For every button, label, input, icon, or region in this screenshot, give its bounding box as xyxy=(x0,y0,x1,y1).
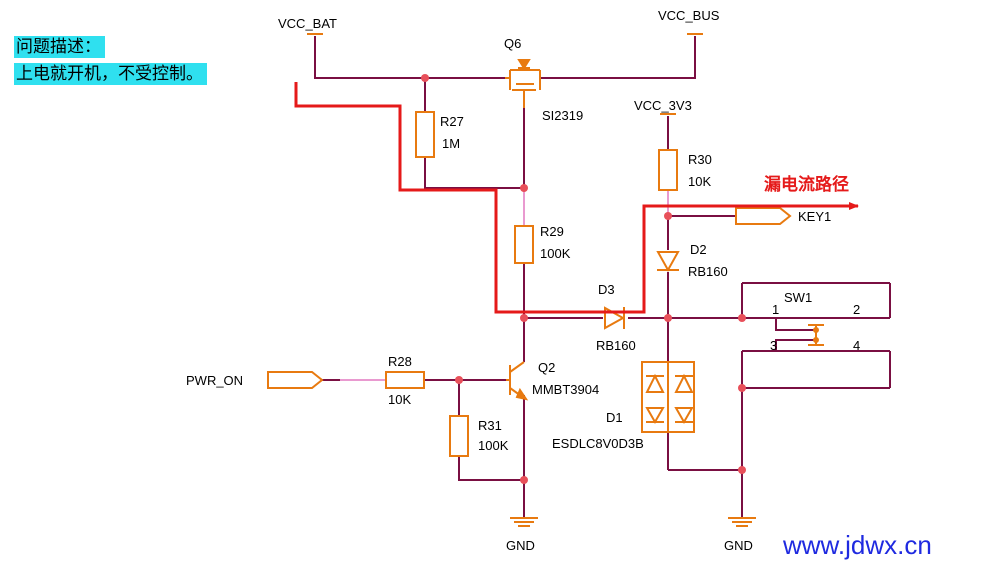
q2-transistor xyxy=(506,361,529,401)
net-label-key1: KEY1 xyxy=(798,209,831,224)
junction-dot xyxy=(520,314,528,322)
components xyxy=(267,33,824,527)
r31-body xyxy=(449,415,469,457)
net-labels: VCC_BAT VCC_BUS VCC_3V3 PWR_ON KEY1 GND … xyxy=(186,8,831,553)
q2-ref: Q2 xyxy=(538,360,555,375)
junction-dot xyxy=(421,74,429,82)
r29-ref: R29 xyxy=(540,224,564,239)
junction-dot xyxy=(455,376,463,384)
junction-dot xyxy=(520,184,528,192)
q6-value: SI2319 xyxy=(542,108,583,123)
r27-body xyxy=(415,111,435,158)
junctions xyxy=(421,74,746,484)
d1-value: ESDLC8V0D3B xyxy=(552,436,644,451)
junction-dot xyxy=(664,314,672,322)
r31-ref: R31 xyxy=(478,418,502,433)
r28-ref: R28 xyxy=(388,354,412,369)
sw1-pin1: 1 xyxy=(772,302,779,317)
d3-diode xyxy=(604,306,626,330)
r31-value: 100K xyxy=(478,438,509,453)
component-labels: Q6 SI2319 R27 1M R29 100K R30 10K D2 RB1… xyxy=(388,36,860,453)
watermark-url: www.jdwx.cn xyxy=(783,530,932,560)
sw1-pin3: 3 xyxy=(770,338,777,353)
net-label-pwr-on: PWR_ON xyxy=(186,373,243,388)
problem-description: 上电就开机，不受控制。 xyxy=(14,63,207,85)
junction-dot xyxy=(738,466,746,474)
d2-diode xyxy=(656,251,680,273)
sw1-pin2: 2 xyxy=(853,302,860,317)
sw1-switch xyxy=(808,324,824,346)
r27-ref: R27 xyxy=(440,114,464,129)
r27-value: 1M xyxy=(442,136,460,151)
leak-current-path xyxy=(294,82,859,314)
q6-ref: Q6 xyxy=(504,36,521,51)
key1-port xyxy=(735,207,792,225)
r30-body xyxy=(658,149,678,191)
sw1-pin4: 4 xyxy=(853,338,860,353)
r30-value: 10K xyxy=(688,174,711,189)
d1-ref: D1 xyxy=(606,410,623,425)
wire-sw1-inner-top xyxy=(775,318,816,331)
gnd-right-symbol xyxy=(728,517,756,527)
leak-path-label: 漏电流路径 xyxy=(764,174,849,195)
net-label-vcc-bus: VCC_BUS xyxy=(658,8,720,23)
junction-dot xyxy=(520,476,528,484)
junction-dot xyxy=(664,212,672,220)
wire-r27-bottom xyxy=(424,157,524,189)
r30-ref: R30 xyxy=(688,152,712,167)
wire-sw1-inner-bot xyxy=(775,339,816,351)
r28-value: 10K xyxy=(388,392,411,407)
d3-ref: D3 xyxy=(598,282,615,297)
r28-body xyxy=(385,371,425,389)
d2-value: RB160 xyxy=(688,264,728,279)
net-label-vcc-3v3: VCC_3V3 xyxy=(634,98,692,113)
problem-title: 问题描述： xyxy=(14,36,105,58)
q2-value: MMBT3904 xyxy=(532,382,599,397)
wire-vcc-bat xyxy=(314,36,505,79)
net-label-gnd-right: GND xyxy=(724,538,753,553)
d2-ref: D2 xyxy=(690,242,707,257)
junction-dot xyxy=(738,314,746,322)
gnd-left-symbol xyxy=(510,517,538,527)
d1-tvs-array xyxy=(641,361,695,433)
pin-stubs xyxy=(340,188,669,381)
net-label-vcc-bat: VCC_BAT xyxy=(278,16,337,31)
pwr-on-port xyxy=(267,371,324,389)
d3-value: RB160 xyxy=(596,338,636,353)
net-label-gnd-left: GND xyxy=(506,538,535,553)
q6-mosfet xyxy=(505,59,541,108)
wire-vcc-bus xyxy=(540,36,696,79)
junction-dot xyxy=(738,384,746,392)
wire-r31-bottom xyxy=(458,456,524,481)
r29-body xyxy=(514,225,534,264)
sw1-ref: SW1 xyxy=(784,290,812,305)
r29-value: 100K xyxy=(540,246,571,261)
